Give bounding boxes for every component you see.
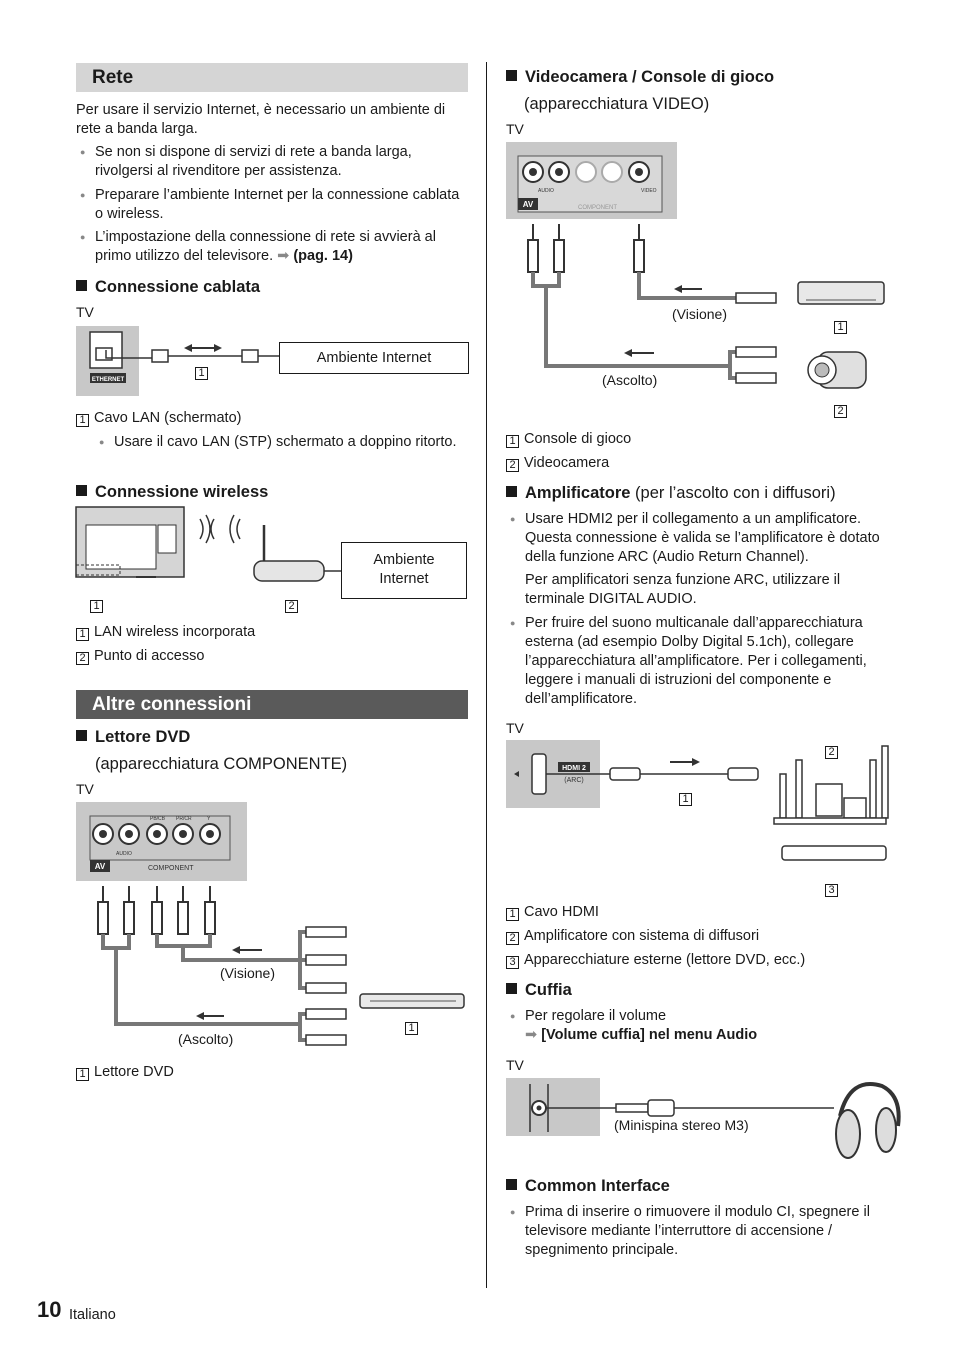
video-panel-audio: AUDIO [538,188,554,194]
wired-note: Usare il cavo LAN (STP) schermato a dopp… [95,433,465,452]
heading-cuffia-text: Cuffia [525,981,572,999]
dvd-panel-y: Y [207,816,211,822]
wireless-diagram [75,506,341,582]
amp-bullet-1-cont: Per amplificatori senza funzione ARC, ut… [525,572,841,607]
tv-label: TV [76,304,94,320]
internet-label-line1: Ambiente [373,552,435,568]
square-icon [506,70,517,81]
rete-bullet-2: Preparare l’ambiente Internet per la con… [76,186,471,224]
video-visione: (Visione) [672,306,727,322]
dvd-panel-audio: AUDIO [116,851,132,857]
wired-marker-1: 1 [195,362,213,381]
ci-bullet: Prima di inserire o rimuovere il modulo … [506,1203,891,1260]
heading-wired-text: Connessione cablata [95,278,261,296]
cuffia-bullet: Per regolare il volume [506,1007,886,1026]
tv-label: TV [506,1057,524,1073]
dvd-panel-pr: PR/CR [176,816,192,822]
dvd-visione: (Visione) [220,965,275,981]
rete-bullet-3: L’impostazione della connessione di rete… [76,228,471,266]
heading-wireless-text: Connessione wireless [95,483,269,501]
cuffia-menu-ref: ➡ [Volume cuffia] nel menu Audio [525,1026,757,1045]
ethernet-port-label: ETHERNET [92,377,125,383]
internet-box-wireless: Ambiente Internet [341,542,467,599]
wireless-marker-1: 1 [90,595,108,614]
minispina-label: (Minispina stereo M3) [614,1117,749,1133]
dvd-diagram: AV AUDIO COMPONENT PB/CB PR/CR Y [76,802,465,1046]
dvd-panel-component: COMPONENT [148,865,194,872]
wired-diagram: ETHERNET [76,326,279,396]
dvd-ascolto: (Ascolto) [178,1031,234,1047]
hdmi-port-label: HDMI 2 [562,765,586,772]
square-icon [506,486,517,497]
page-reference: (pag. 14) [293,248,353,264]
wireless-marker-2: 2 [285,595,303,614]
internet-box-wired: Ambiente Internet [279,342,469,374]
section-title-rete: Rete [76,63,468,92]
video-panel-component: COMPONENT [578,205,617,211]
heading-ci-text: Common Interface [525,1177,670,1195]
headphone-diagram [506,1078,901,1159]
square-icon [76,485,87,496]
tv-label: TV [506,720,524,736]
tv-label: TV [506,121,524,137]
heading-amp: Amplificatore (per l’ascolto con i diffu… [506,483,836,503]
rete-bullet-3-text: L’impostazione della connessione di rete… [95,229,436,264]
page-language: Italiano [69,1307,116,1323]
heading-video-text: Videocamera / Console di gioco [525,68,775,86]
heading-ci: Common Interface [506,1176,670,1196]
heading-amp-text: Amplificatore [525,484,631,502]
ref-arrow-icon: ➡ [277,248,290,264]
square-icon [76,730,87,741]
video-ascolto: (Ascolto) [602,372,658,388]
video-subheading: (apparecchiatura VIDEO) [524,95,710,113]
video-panel-video: VIDEO [641,188,657,194]
amp-bullet-1: Usare HDMI2 per il collegamento a un amp… [506,510,894,567]
column-divider [486,62,487,1288]
heading-amp-suffix: (per l’ascolto con i diffusori) [635,484,836,502]
video-marker-2: 2 [834,400,852,419]
square-icon [76,280,87,291]
video-marker-1: 1 [834,316,852,335]
cuffia-menu-ref-text: [Volume cuffia] nel menu Audio [541,1027,758,1043]
amp-marker-3: 3 [825,879,843,898]
amp-diagram: HDMI 2 (ARC) [506,740,889,861]
amp-marker-1: 1 [679,788,697,807]
heading-wired: Connessione cablata [76,277,260,297]
rete-bullet-1: Se non si dispone di servizi di rete a b… [76,143,471,181]
heading-cuffia: Cuffia [506,980,572,1000]
tv-label: TV [76,781,94,797]
amp-marker-2: 2 [825,741,843,760]
arc-label: (ARC) [564,777,583,784]
video-diagram: AV AUDIO COMPONENT VIDEO [506,142,885,389]
heading-dvd-text: Lettore DVD [95,728,191,746]
dvd-subheading: (apparecchiatura COMPONENTE) [95,755,348,773]
section-title-altre: Altre connessioni [76,690,468,719]
square-icon [506,983,517,994]
internet-label-line2: Internet [379,571,429,587]
page-number: 10 [37,1297,62,1322]
dvd-marker-1: 1 [405,1017,423,1036]
square-icon [506,1179,517,1190]
dvd-panel-av: AV [95,862,106,871]
dvd-panel-pb: PB/CB [150,816,166,822]
heading-video: Videocamera / Console di gioco [506,67,774,87]
heading-wireless: Connessione wireless [76,482,268,502]
ref-arrow-icon: ➡ [525,1027,538,1043]
video-panel-av: AV [523,200,534,209]
amp-bullet-2: Per fruire del suono multicanale dall’ap… [506,614,898,709]
heading-dvd: Lettore DVD [76,727,190,747]
rete-intro: Per usare il servizio Internet, è necess… [76,102,446,137]
